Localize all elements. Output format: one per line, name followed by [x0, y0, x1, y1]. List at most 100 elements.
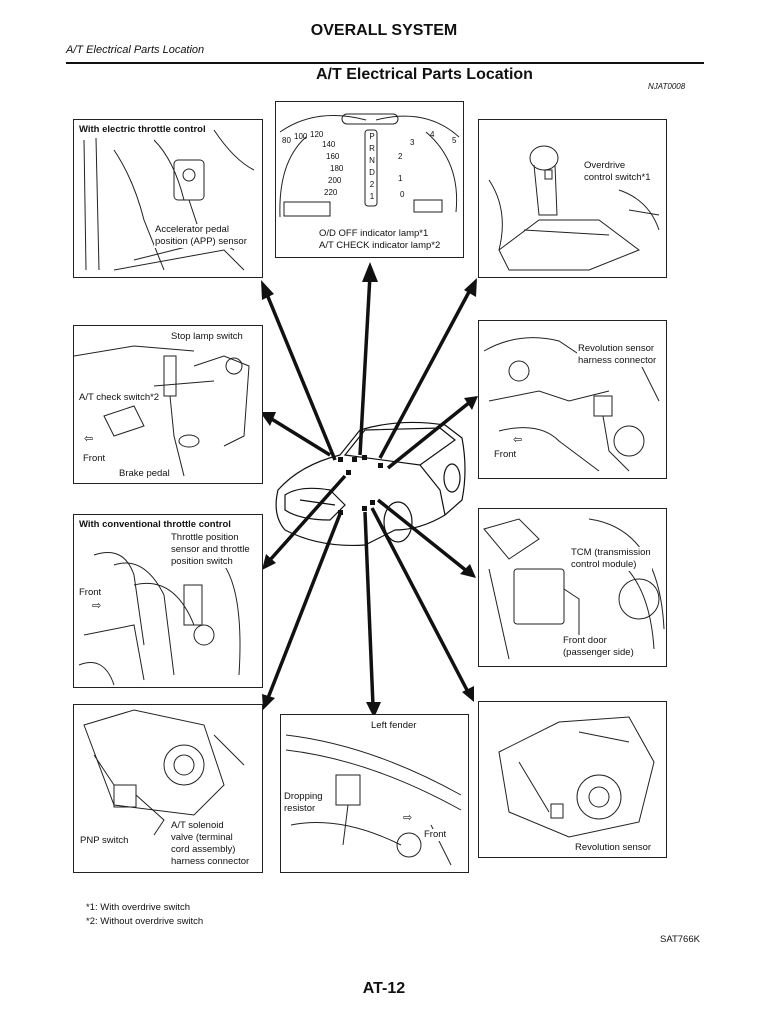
tacho-tick: 4	[430, 130, 435, 139]
footnote-2: *2: Without overdrive switch	[86, 916, 204, 927]
header-rule	[66, 62, 704, 64]
app-sensor-illustration	[83, 129, 255, 271]
speed-tick: 160	[326, 152, 340, 161]
arrow-heads	[260, 262, 478, 718]
solenoid-label: A/T solenoid valve (terminal cord assemb…	[170, 820, 251, 868]
speedometer-ticks: 80 100 120 140 160 180 200 220	[282, 130, 362, 210]
rev-connector-front-label: Front	[493, 449, 518, 461]
panel-meter: 80 100 120 140 160 180 200 220 P R N D 2…	[275, 101, 464, 258]
tps-label-line: position switch	[171, 556, 233, 567]
rev-connector-label-line: Revolution sensor	[578, 343, 655, 354]
rev-sensor-illustration	[498, 716, 655, 838]
app-sensor-label-line: Accelerator pedal	[155, 224, 229, 235]
tacho-tick: 3	[410, 138, 415, 147]
tcm-label: TCM (transmission control module)	[570, 547, 652, 571]
tacho-tick: 0	[400, 190, 405, 199]
page-header: OVERALL SYSTEM	[310, 22, 458, 39]
solenoid-label-line: valve (terminal	[171, 832, 233, 843]
pnp-illustration	[83, 709, 245, 836]
solenoid-label-line: harness connector	[171, 856, 250, 867]
dropping-resistor-label: Dropping resistor	[283, 791, 324, 815]
front-arrow-icon: ⇨	[92, 600, 102, 612]
tps-illustration	[78, 552, 241, 686]
tps-front-label: Front	[78, 587, 103, 599]
pnp-switch-label: PNP switch	[79, 835, 130, 847]
tps-label-line: sensor and throttle	[171, 544, 250, 555]
tacho-tick: 1	[398, 174, 403, 183]
tcm-illustration	[483, 518, 665, 660]
panel-stop-lamp: Stop lamp switch A/T check switch*2 ⇦ Fr…	[73, 325, 263, 484]
panel-pnp: PNP switch A/T solenoid valve (terminal …	[73, 704, 263, 873]
panel-rev-connector: Revolution sensor harness connector ⇦ Fr…	[478, 320, 667, 479]
solenoid-label-line: A/T solenoid	[171, 820, 224, 831]
front-door-label: Front door (passenger side)	[562, 635, 635, 659]
reference-code: NJAT0008	[648, 82, 686, 91]
tacho-tick: 2	[398, 152, 403, 161]
rev-connector-illustration	[483, 337, 660, 472]
dropping-resistor-label-line: Dropping	[284, 791, 323, 802]
panel-tps: With conventional throttle control Throt…	[73, 514, 263, 688]
panel-fender: Left fender Dropping resistor ⇨ Front	[280, 714, 469, 873]
panel-od-switch: Overdrive control switch*1	[478, 119, 667, 278]
gear-position: D	[369, 168, 375, 177]
speed-tick: 100	[294, 132, 308, 141]
od-switch-label-line: Overdrive	[584, 160, 626, 171]
page-title: A/T Electrical Parts Location	[316, 66, 533, 83]
rev-connector-label-line: harness connector	[578, 355, 657, 366]
gear-position: 2	[369, 180, 375, 189]
speed-tick: 80	[282, 136, 291, 145]
app-sensor-heading: With electric throttle control	[79, 124, 206, 135]
speed-tick: 140	[322, 140, 336, 149]
tps-heading: With conventional throttle control	[79, 519, 231, 530]
brake-pedal-label: Brake pedal	[118, 468, 171, 480]
app-sensor-label-line: position (APP) sensor	[155, 236, 247, 247]
rev-sensor-label: Revolution sensor	[574, 842, 653, 854]
gear-position: R	[369, 144, 375, 153]
speed-tick: 120	[310, 130, 324, 139]
speed-tick: 180	[330, 164, 344, 173]
left-fender-label: Left fender	[370, 720, 418, 732]
gear-indicator: P R N D 2 1	[367, 132, 377, 204]
meter-lamp-label: O/D OFF indicator lamp*1 A/T CHECK indic…	[318, 228, 442, 252]
front-door-label-line: (passenger side)	[563, 647, 634, 658]
od-switch-label-line: control switch*1	[584, 172, 651, 183]
od-switch-label: Overdrive control switch*1	[583, 160, 652, 184]
front-door-label-line: Front door	[563, 635, 607, 646]
section-label: A/T Electrical Parts Location	[66, 44, 205, 56]
tacho-tick: 5	[452, 136, 457, 145]
dropping-resistor-label-line: resistor	[284, 803, 316, 814]
tachometer-ticks: 0 1 2 3 4 5	[394, 130, 463, 200]
tcm-label-line: control module)	[571, 559, 637, 570]
speed-tick: 220	[324, 188, 338, 197]
front-arrow-icon: ⇦	[513, 434, 523, 446]
pointer-arrows	[264, 274, 472, 707]
od-off-lamp-label: O/D OFF indicator lamp*1	[319, 228, 429, 239]
fender-front-label: Front	[423, 829, 448, 841]
gear-position: 1	[369, 192, 375, 201]
at-check-switch-label: A/T check switch*2	[78, 392, 161, 404]
front-arrow-icon: ⇨	[403, 812, 413, 824]
gear-position: N	[369, 156, 375, 165]
footnote-1: *1: With overdrive switch	[86, 902, 191, 913]
stop-lamp-switch-label: Stop lamp switch	[170, 331, 244, 343]
speed-tick: 200	[328, 176, 342, 185]
car-body	[275, 421, 466, 546]
panel-tcm: TCM (transmission control module) Front …	[478, 508, 667, 667]
stop-lamp-front-label: Front	[82, 453, 107, 465]
page-number: AT-12	[362, 980, 406, 997]
gear-position: P	[369, 132, 375, 141]
rev-connector-label: Revolution sensor harness connector	[577, 343, 658, 367]
solenoid-label-line: cord assembly)	[171, 844, 236, 855]
tps-label: Throttle position sensor and throttle po…	[170, 532, 251, 568]
tps-label-line: Throttle position	[171, 532, 239, 543]
location-dots	[338, 455, 383, 515]
stop-lamp-illustration	[74, 345, 250, 477]
front-arrow-icon: ⇦	[84, 433, 94, 445]
at-check-lamp-label: A/T CHECK indicator lamp*2	[319, 240, 441, 251]
figure-code: SAT766K	[660, 934, 700, 945]
od-switch-illustration	[488, 145, 660, 271]
panel-rev-sensor: Revolution sensor	[478, 701, 667, 858]
panel-app-sensor: With electric throttle control Accelerat…	[73, 119, 263, 278]
tcm-label-line: TCM (transmission	[571, 547, 651, 558]
